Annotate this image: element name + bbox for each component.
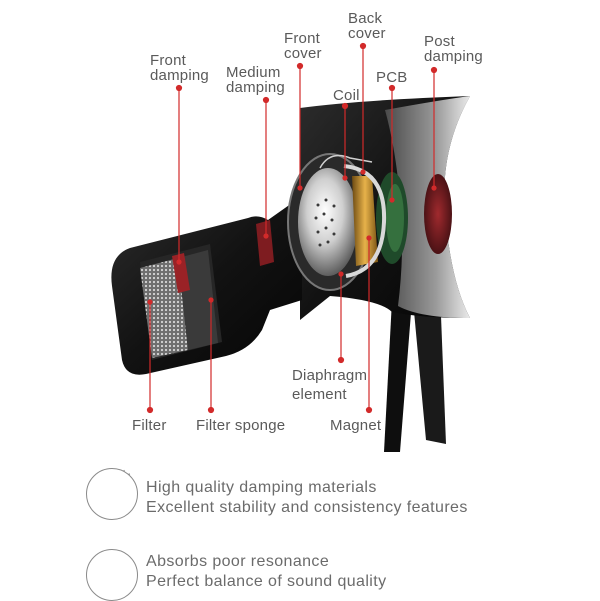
- medium-damping-pad: [256, 220, 274, 266]
- label-filter-sponge: Filter sponge: [196, 417, 286, 434]
- front-damping-pad: [172, 253, 190, 293]
- label-coil: Coil: [333, 87, 360, 104]
- diaphragm-holes: [314, 198, 336, 247]
- magnet-coil: [352, 176, 378, 266]
- feature-icon-ring-2: [86, 549, 138, 601]
- label-magnet: Magnet: [330, 417, 382, 434]
- cable: [384, 300, 412, 452]
- leader-lines: [146, 42, 438, 414]
- post-damping-pad: [424, 174, 452, 254]
- cable-inner: [412, 290, 446, 444]
- label-filter: Filter: [132, 417, 167, 434]
- feature-icon-ring-1: [86, 468, 138, 520]
- filter-mesh: [140, 258, 188, 358]
- coil-wire: [319, 154, 373, 169]
- diaphragm: [298, 168, 358, 276]
- filter-sponge: [178, 250, 218, 350]
- label-pcb: PCB: [376, 69, 408, 86]
